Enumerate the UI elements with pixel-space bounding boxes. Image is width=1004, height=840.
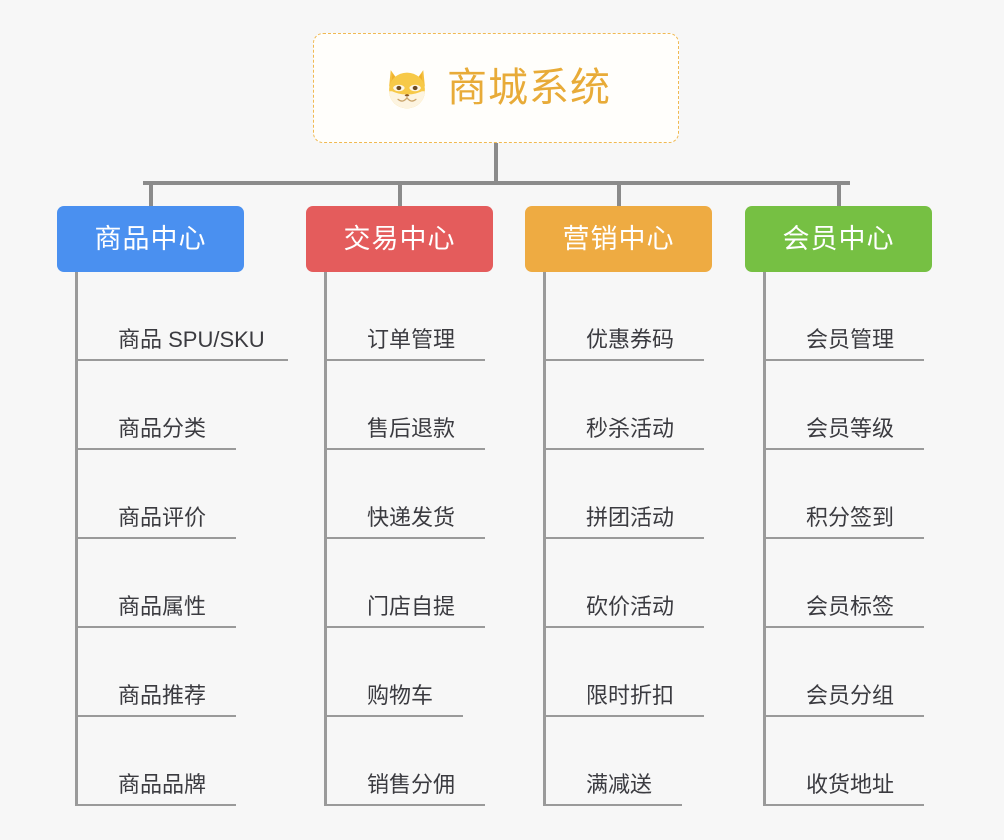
leaf-item-label: 门店自提: [367, 593, 456, 619]
leaf-item[interactable]: 门店自提: [324, 539, 485, 628]
category-box-3[interactable]: 营销中心: [525, 206, 712, 272]
leaf-item[interactable]: 积分签到: [763, 450, 924, 539]
leaf-underline: 商品推荐: [78, 682, 236, 717]
connector-horizontal-bus: [143, 181, 850, 185]
connector-drop-4: [836, 181, 841, 208]
leaf-item[interactable]: 商品 SPU/SKU: [75, 272, 288, 361]
leaf-underline: 会员管理: [766, 326, 924, 361]
leaf-underline: 拼团活动: [546, 504, 704, 539]
leaf-item-label: 商品评价: [118, 504, 207, 530]
leaf-underline: 会员等级: [766, 415, 924, 450]
leaf-underline: 会员标签: [766, 593, 924, 628]
leaf-column-3: 优惠券码秒杀活动拼团活动砍价活动限时折扣满减送: [543, 272, 704, 806]
leaf-column-4: 会员管理会员等级积分签到会员标签会员分组收货地址: [763, 272, 924, 806]
leaf-underline: 秒杀活动: [546, 415, 704, 450]
leaf-item-label: 商品品牌: [118, 771, 207, 797]
leaf-spine: [543, 272, 546, 806]
leaf-underline: 会员分组: [766, 682, 924, 717]
leaf-item[interactable]: 优惠券码: [543, 272, 704, 361]
leaf-item[interactable]: 砍价活动: [543, 539, 704, 628]
leaf-item-label: 商品分类: [118, 415, 207, 441]
leaf-item-label: 积分签到: [806, 504, 895, 530]
category-box-4[interactable]: 会员中心: [745, 206, 932, 272]
leaf-item[interactable]: 满减送: [543, 717, 704, 806]
leaf-item[interactable]: 会员等级: [763, 361, 924, 450]
leaf-item-label: 会员分组: [806, 682, 895, 708]
leaf-item-label: 限时折扣: [586, 682, 675, 708]
leaf-underline: 积分签到: [766, 504, 924, 539]
category-label: 交易中心: [343, 223, 456, 254]
leaf-underline: 快递发货: [327, 504, 485, 539]
leaf-item[interactable]: 秒杀活动: [543, 361, 704, 450]
leaf-item[interactable]: 购物车: [324, 628, 485, 717]
leaf-spine: [75, 272, 78, 806]
leaf-item[interactable]: 商品品牌: [75, 717, 288, 806]
connector-drop-1: [148, 181, 153, 208]
category-label: 会员中心: [782, 223, 895, 254]
category-label: 营销中心: [562, 223, 675, 254]
leaf-item-label: 商品属性: [118, 593, 207, 619]
leaf-underline: 优惠券码: [546, 326, 704, 361]
leaf-item[interactable]: 售后退款: [324, 361, 485, 450]
leaf-underline: 购物车: [327, 682, 463, 717]
leaf-underline: 满减送: [546, 771, 682, 806]
leaf-underline: 商品 SPU/SKU: [78, 326, 288, 361]
leaf-item[interactable]: 商品评价: [75, 450, 288, 539]
leaf-item-label: 收货地址: [806, 771, 895, 797]
leaf-item-label: 秒杀活动: [586, 415, 675, 441]
shiba-dog-face-icon: [381, 62, 433, 114]
leaf-item-label: 购物车: [367, 682, 434, 708]
leaf-item-label: 售后退款: [367, 415, 456, 441]
leaf-item[interactable]: 快递发货: [324, 450, 485, 539]
connector-root-stem: [494, 143, 498, 184]
leaf-spine: [324, 272, 327, 806]
leaf-item-label: 订单管理: [367, 326, 456, 352]
leaf-item[interactable]: 收货地址: [763, 717, 924, 806]
root-node[interactable]: 商城系统: [313, 33, 679, 143]
root-label: 商城系统: [447, 66, 611, 110]
leaf-item-label: 拼团活动: [586, 504, 675, 530]
leaf-item-label: 会员管理: [806, 326, 895, 352]
leaf-item-label: 销售分佣: [367, 771, 456, 797]
leaf-item[interactable]: 商品推荐: [75, 628, 288, 717]
leaf-item[interactable]: 商品属性: [75, 539, 288, 628]
leaf-underline: 门店自提: [327, 593, 485, 628]
leaf-item-label: 会员标签: [806, 593, 895, 619]
leaf-underline: 销售分佣: [327, 771, 485, 806]
category-box-1[interactable]: 商品中心: [57, 206, 244, 272]
leaf-column-2: 订单管理售后退款快递发货门店自提购物车销售分佣: [324, 272, 485, 806]
leaf-item[interactable]: 会员分组: [763, 628, 924, 717]
leaf-item[interactable]: 拼团活动: [543, 450, 704, 539]
leaf-item[interactable]: 销售分佣: [324, 717, 485, 806]
leaf-underline: 商品分类: [78, 415, 236, 450]
leaf-item[interactable]: 会员标签: [763, 539, 924, 628]
leaf-item-label: 优惠券码: [586, 326, 675, 352]
leaf-underline: 限时折扣: [546, 682, 704, 717]
leaf-item-label: 商品 SPU/SKU: [118, 326, 265, 352]
connector-drop-3: [616, 181, 621, 208]
leaf-item-label: 满减送: [586, 771, 653, 797]
leaf-item-label: 商品推荐: [118, 682, 207, 708]
category-label: 商品中心: [94, 223, 207, 254]
leaf-item-label: 砍价活动: [586, 593, 675, 619]
leaf-underline: 商品评价: [78, 504, 236, 539]
leaf-item-label: 快递发货: [367, 504, 456, 530]
leaf-underline: 售后退款: [327, 415, 485, 450]
leaf-underline: 商品品牌: [78, 771, 236, 806]
leaf-underline: 砍价活动: [546, 593, 704, 628]
leaf-item[interactable]: 商品分类: [75, 361, 288, 450]
leaf-item[interactable]: 会员管理: [763, 272, 924, 361]
leaf-underline: 订单管理: [327, 326, 485, 361]
leaf-item-label: 会员等级: [806, 415, 895, 441]
connector-drop-2: [397, 181, 402, 208]
leaf-underline: 商品属性: [78, 593, 236, 628]
leaf-underline: 收货地址: [766, 771, 924, 806]
leaf-item[interactable]: 限时折扣: [543, 628, 704, 717]
leaf-column-1: 商品 SPU/SKU 商品分类商品评价商品属性商品推荐商品品牌: [75, 272, 288, 806]
leaf-item[interactable]: 订单管理: [324, 272, 485, 361]
category-box-2[interactable]: 交易中心: [306, 206, 493, 272]
leaf-spine: [763, 272, 766, 806]
